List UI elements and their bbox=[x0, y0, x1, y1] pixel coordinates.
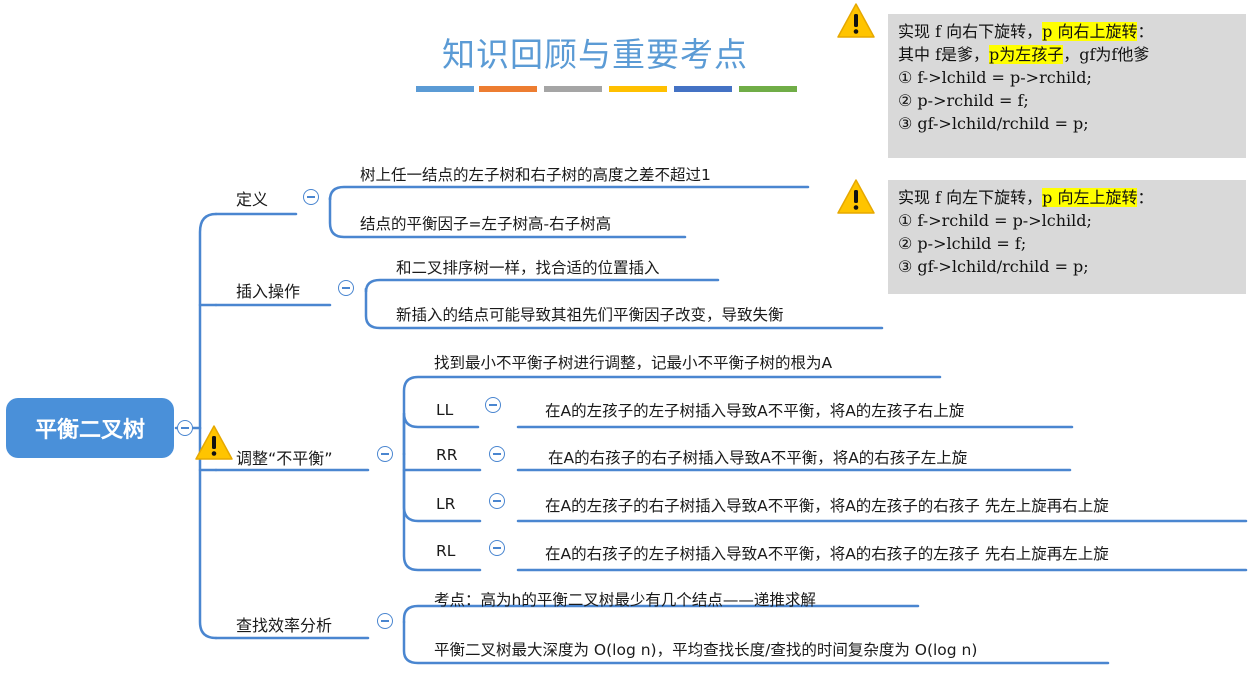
branch-definition[interactable]: 定义 bbox=[236, 190, 269, 209]
note-step: ③ gf->lchild/rchild = p; bbox=[898, 114, 1089, 133]
title-bar-5 bbox=[674, 86, 732, 92]
case-lr-desc[interactable]: 在A的左孩子的右子树插入导致A不平衡，将A的左孩子的右孩子 先左上旋再右上旋 bbox=[545, 497, 1109, 515]
search-item-1[interactable]: 考点：高为h的平衡二叉树最少有几个结点——递推求解 bbox=[434, 591, 816, 609]
case-ll-name[interactable]: LL bbox=[436, 401, 454, 419]
case-ll-desc[interactable]: 在A的左孩子的左子树插入导致A不平衡，将A的左孩子右上旋 bbox=[545, 402, 965, 420]
note-left-rotate: 实现 f 向左下旋转，p 向左上旋转： ① f->rchild = p->lch… bbox=[888, 180, 1246, 294]
definition-item-2[interactable]: 结点的平衡因子=左子树高-右子树高 bbox=[360, 215, 612, 233]
note-step: ② p->rchild = f; bbox=[898, 91, 1029, 110]
highlight-text: p为左孩子 bbox=[989, 45, 1064, 64]
note-left-rotate-heading: 实现 f 向左下旋转，p 向左上旋转： bbox=[898, 186, 1236, 209]
collapse-toggle-rr[interactable] bbox=[489, 446, 505, 462]
title-bar-1 bbox=[416, 86, 474, 92]
definition-item-1[interactable]: 树上任一结点的左子树和右子树的高度之差不超过1 bbox=[360, 166, 711, 184]
title-bar-2 bbox=[479, 86, 537, 92]
collapse-toggle-search[interactable] bbox=[377, 613, 393, 629]
case-rl-desc[interactable]: 在A的右孩子的左子树插入导致A不平衡，将A的右孩子的左孩子 先右上旋再左上旋 bbox=[545, 545, 1109, 563]
case-rl-name[interactable]: RL bbox=[436, 542, 456, 560]
note-text: ，gf为f他爹 bbox=[1063, 45, 1150, 64]
search-item-2[interactable]: 平衡二叉树最大深度为 O(log n)，平均查找长度/查找的时间复杂度为 O(l… bbox=[434, 641, 978, 659]
note-text: 实现 f 向左下旋转， bbox=[898, 188, 1043, 207]
highlight-text: p 向左上旋转 bbox=[1042, 188, 1138, 207]
note-right-rotate-line2: 其中 f是爹，p为左孩子，gf为f他爹 bbox=[898, 43, 1236, 66]
collapse-toggle-definition[interactable] bbox=[303, 189, 319, 205]
note-step: ② p->lchild = f; bbox=[898, 234, 1027, 253]
note-text: ： bbox=[1137, 22, 1154, 41]
warning-icon bbox=[837, 179, 875, 214]
warning-icon bbox=[837, 3, 875, 38]
adjust-intro[interactable]: 找到最小不平衡子树进行调整，记最小不平衡子树的根为A bbox=[434, 354, 833, 372]
case-rr-name[interactable]: RR bbox=[436, 446, 458, 464]
note-right-rotate-heading: 实现 f 向右下旋转，p 向右上旋转： bbox=[898, 20, 1236, 43]
title-bar-6 bbox=[739, 86, 797, 92]
highlight-text: p 向右上旋转 bbox=[1042, 22, 1138, 41]
collapse-toggle-rl[interactable] bbox=[489, 540, 505, 556]
insert-item-2[interactable]: 新插入的结点可能导致其祖先们平衡因子改变，导致失衡 bbox=[396, 306, 784, 324]
case-lr-name[interactable]: LR bbox=[436, 495, 456, 513]
branch-search[interactable]: 查找效率分析 bbox=[236, 616, 333, 635]
note-text: 其中 f是爹， bbox=[898, 45, 990, 64]
note-step: ① f->rchild = p->lchild; bbox=[898, 211, 1092, 230]
note-text: 实现 f 向右下旋转， bbox=[898, 22, 1043, 41]
title-bar-4 bbox=[609, 86, 667, 92]
collapse-toggle-root[interactable] bbox=[177, 420, 193, 436]
note-step: ① f->lchild = p->rchild; bbox=[898, 68, 1092, 87]
root-node[interactable]: 平衡二叉树 bbox=[6, 398, 174, 458]
collapse-toggle-adjust[interactable] bbox=[377, 446, 393, 462]
page-title: 知识回顾与重要考点 bbox=[442, 35, 748, 74]
warning-icon bbox=[195, 425, 233, 460]
branch-adjust[interactable]: 调整“不平衡” bbox=[236, 449, 333, 468]
case-rr-desc[interactable]: 在A的右孩子的右子树插入导致A不平衡，将A的右孩子左上旋 bbox=[548, 449, 968, 467]
branch-insert[interactable]: 插入操作 bbox=[236, 282, 301, 301]
collapse-toggle-insert[interactable] bbox=[338, 280, 354, 296]
collapse-toggle-ll[interactable] bbox=[485, 397, 501, 413]
collapse-toggle-lr[interactable] bbox=[489, 493, 505, 509]
note-step: ③ gf->lchild/rchild = p; bbox=[898, 257, 1089, 276]
title-bar-3 bbox=[544, 86, 602, 92]
note-text: ： bbox=[1137, 188, 1154, 207]
note-right-rotate: 实现 f 向右下旋转，p 向右上旋转： 其中 f是爹，p为左孩子，gf为f他爹 … bbox=[888, 14, 1246, 158]
insert-item-1[interactable]: 和二叉排序树一样，找合适的位置插入 bbox=[396, 259, 660, 277]
